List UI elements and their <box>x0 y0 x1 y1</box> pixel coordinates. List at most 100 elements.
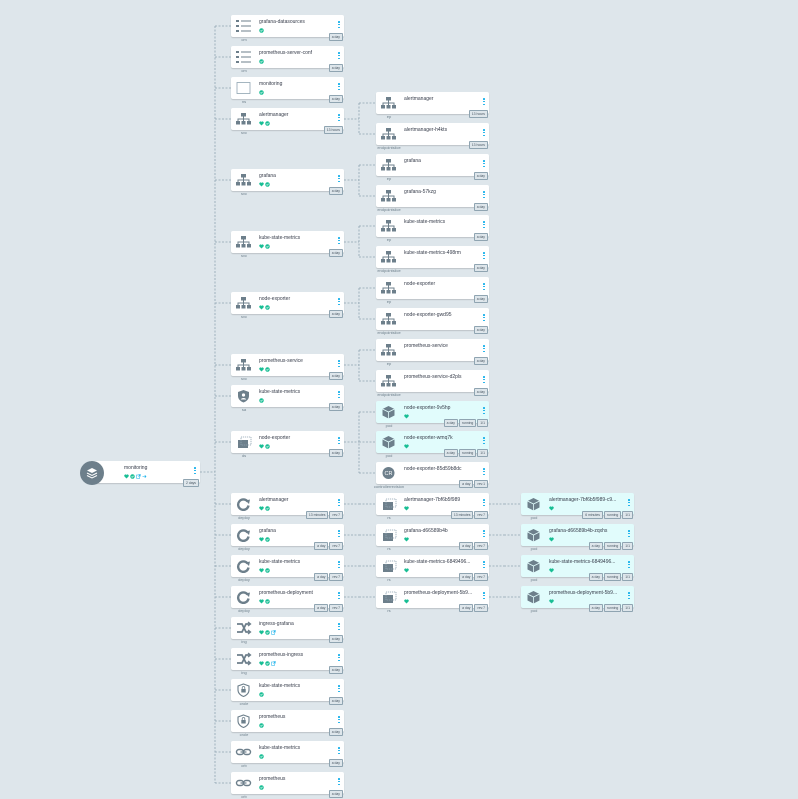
resource-menu-button[interactable] <box>482 561 486 571</box>
external-link-icon[interactable] <box>271 629 276 635</box>
resource-menu-button[interactable] <box>482 191 486 201</box>
cluster-role-binding-icon <box>235 776 252 790</box>
resource-menu-button[interactable] <box>337 237 341 247</box>
resource-menu-button[interactable] <box>482 221 486 231</box>
resource-menu-button[interactable] <box>337 654 341 664</box>
resource-menu-button[interactable] <box>337 437 341 447</box>
resource-menu-button[interactable] <box>337 114 341 124</box>
application-menu-button[interactable] <box>193 467 197 477</box>
resource-menu-button[interactable] <box>337 592 341 602</box>
resource-menu-button[interactable] <box>337 499 341 509</box>
resource-name: prometheus-service <box>259 358 303 364</box>
resource-menu-button[interactable] <box>337 391 341 401</box>
resource-menu-button[interactable] <box>482 499 486 509</box>
external-link-icon[interactable] <box>136 473 141 479</box>
healthy-heart-icon <box>404 414 409 419</box>
resource-menu-button[interactable] <box>482 407 486 417</box>
resource-menu-button[interactable] <box>337 561 341 571</box>
resource-menu-button[interactable] <box>627 561 631 571</box>
resource-menu-button[interactable] <box>482 160 486 170</box>
resource-menu-button[interactable] <box>337 298 341 308</box>
resource-tag: a day <box>328 372 343 380</box>
resource-status <box>404 443 409 449</box>
resource-kind-label: cm <box>241 68 247 73</box>
resource-menu-button[interactable] <box>337 52 341 62</box>
resource-menu-button[interactable] <box>627 499 631 509</box>
resource-menu-button[interactable] <box>337 716 341 726</box>
resource-menu-button[interactable] <box>337 83 341 93</box>
resource-menu-button[interactable] <box>482 468 486 478</box>
resource-menu-button[interactable] <box>482 345 486 355</box>
resource-status <box>259 784 264 790</box>
resource-menu-button[interactable] <box>337 175 341 185</box>
resource-menu-button[interactable] <box>482 376 486 386</box>
resource-menu-button[interactable] <box>482 437 486 447</box>
application-node-monitoring[interactable]: monitoring 2 days <box>80 461 200 487</box>
resource-menu-button[interactable] <box>482 283 486 293</box>
resource-menu-button[interactable] <box>482 129 486 139</box>
resource-menu-button[interactable] <box>627 530 631 540</box>
resource-menu-button[interactable] <box>627 592 631 602</box>
resource-menu-button[interactable] <box>337 747 341 757</box>
resource-menu-button[interactable] <box>337 360 341 370</box>
resource-menu-button[interactable] <box>337 623 341 633</box>
resource-menu-button[interactable] <box>337 778 341 788</box>
resource-kind-label: ing <box>241 639 247 644</box>
resource-menu-button[interactable] <box>337 530 341 540</box>
resource-menu-button[interactable] <box>337 21 341 31</box>
external-link-icon[interactable] <box>271 660 276 666</box>
resource-tag: a day <box>328 310 343 318</box>
resource-menu-button[interactable] <box>482 252 486 262</box>
resource-menu-button[interactable] <box>482 314 486 324</box>
resource-menu-button[interactable] <box>337 685 341 695</box>
resource-menu-button[interactable] <box>482 592 486 602</box>
resource-menu-button[interactable] <box>482 530 486 540</box>
resource-tag: a day <box>314 604 329 612</box>
arrow-right-icon[interactable] <box>142 474 147 479</box>
resource-tag: 1/1 <box>622 542 633 550</box>
resource-menu-button[interactable] <box>482 98 486 108</box>
resource-tag: 13 hours <box>323 126 343 134</box>
